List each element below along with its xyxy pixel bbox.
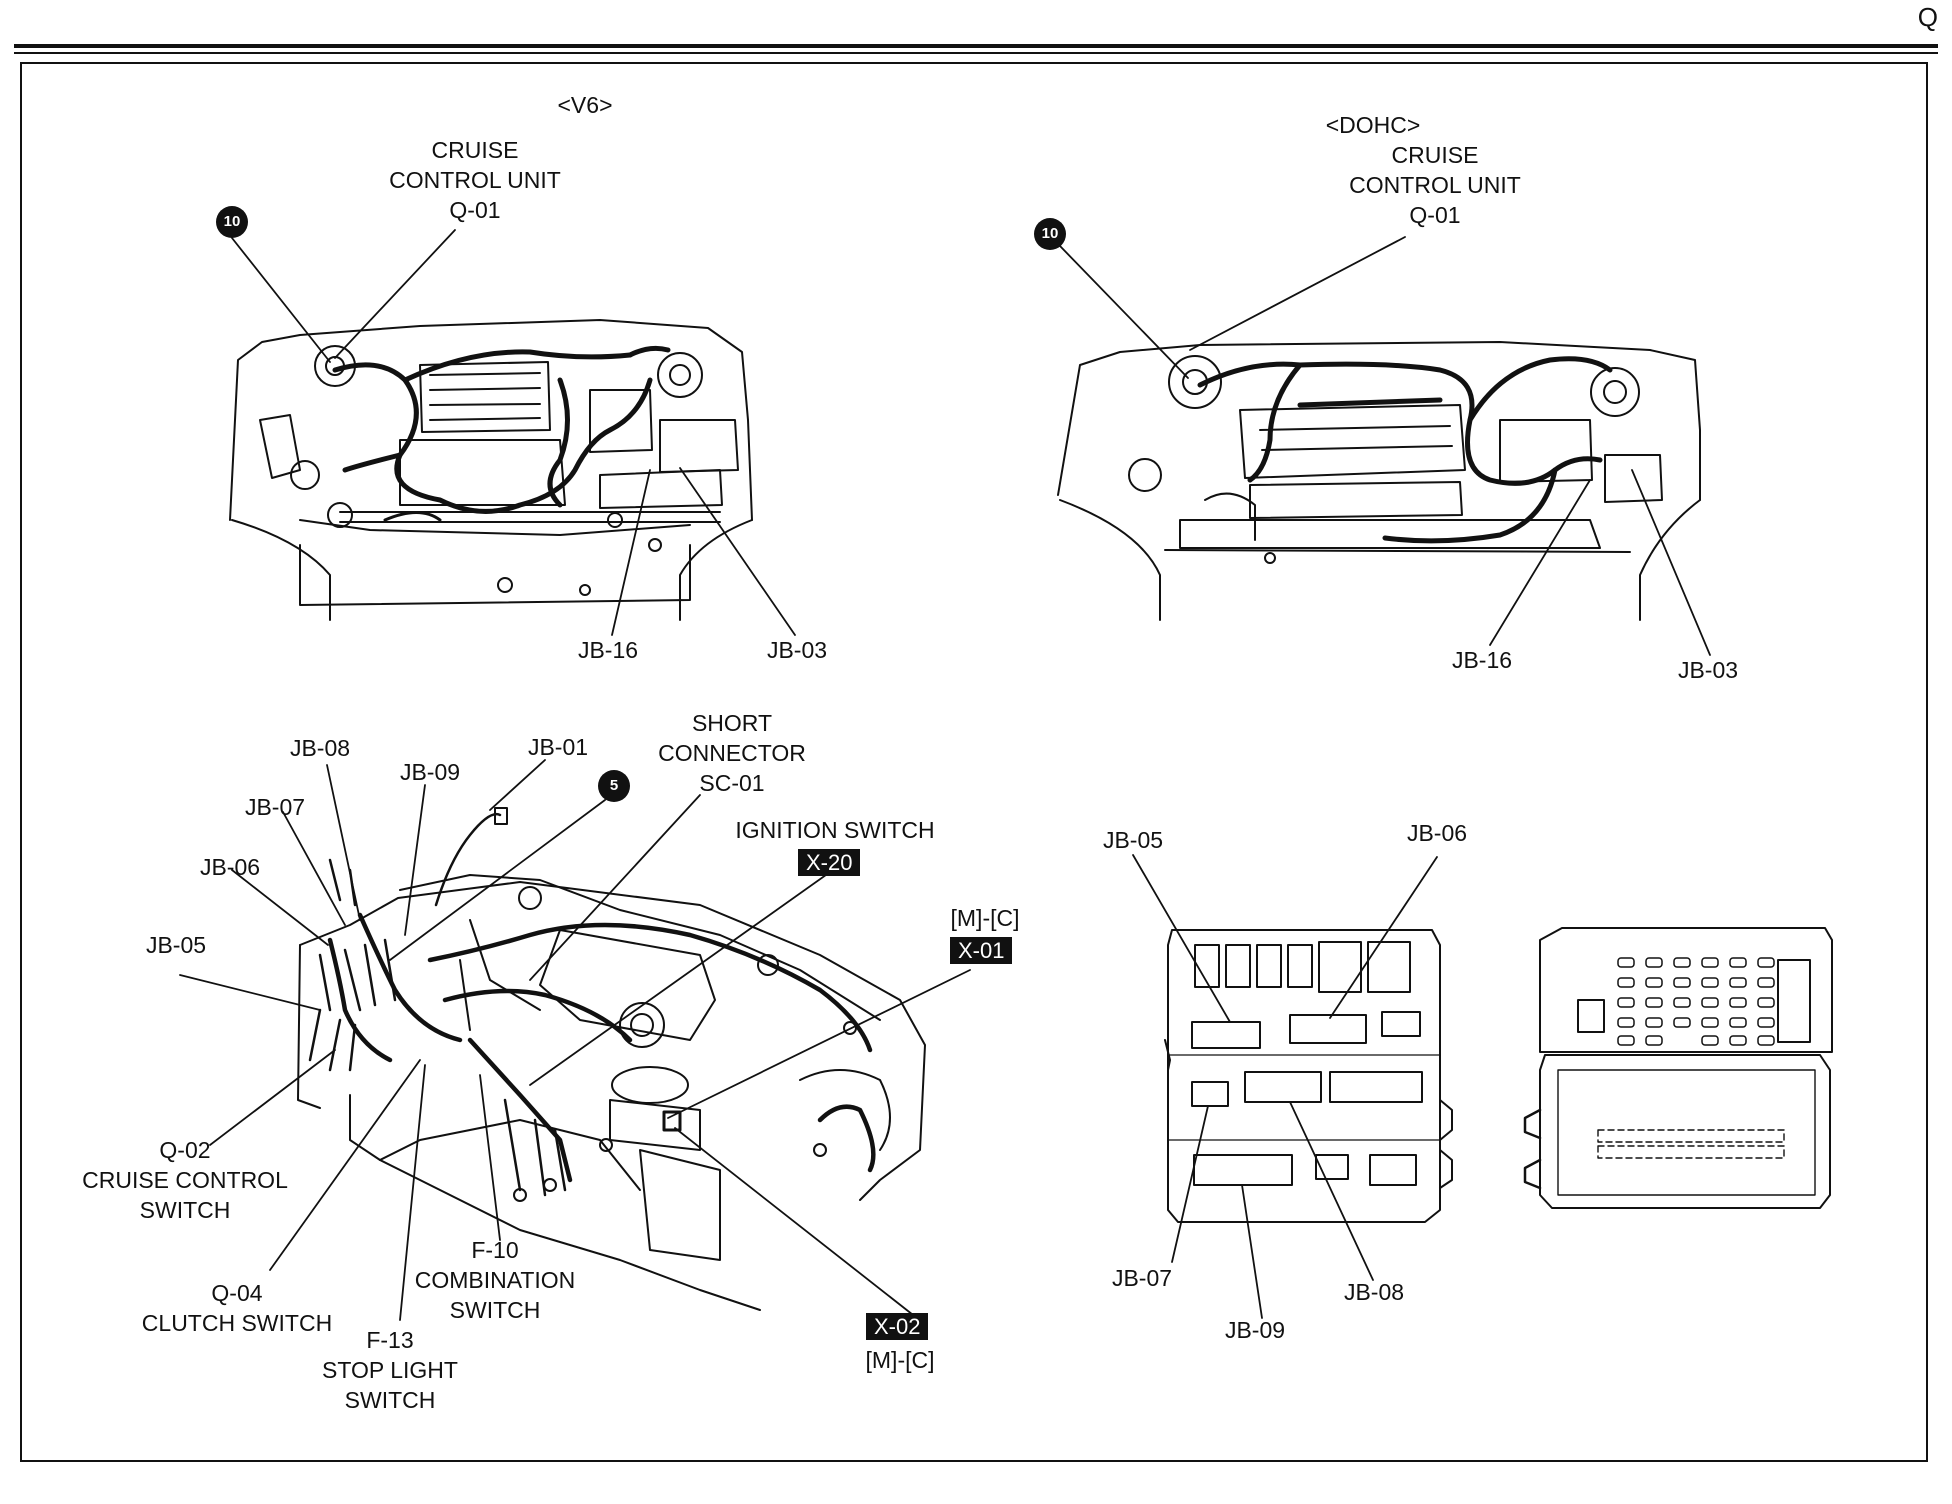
dohc-cruise-control-unit-label: CRUISE CONTROL UNIT Q-01 <box>1320 140 1550 230</box>
f10-line-1: F-10 <box>471 1237 519 1263</box>
q02-line-1: Q-02 <box>159 1137 211 1163</box>
short-connector-label: SHORT CONNECTOR SC-01 <box>632 708 832 798</box>
dohc-engine-bay-drawing <box>1057 341 1701 621</box>
jb06-connector <box>1289 1014 1367 1044</box>
dohc-unit-line-2: CONTROL UNIT <box>1349 172 1521 198</box>
jb09-connector <box>1193 1154 1293 1186</box>
page-letter: Q <box>1917 2 1938 32</box>
jbox-jb09-label: JB-09 <box>1224 1317 1286 1343</box>
junction-box-rear-drawing <box>1523 927 1833 1209</box>
v6-engine-bay-drawing <box>229 319 753 621</box>
f13-stop-light-switch-label: F-13 STOP LIGHT SWITCH <box>295 1325 485 1415</box>
jb07-connector <box>1191 1081 1229 1107</box>
v6-cruise-control-unit-label: CRUISE CONTROL UNIT Q-01 <box>360 135 590 225</box>
ignition-connector-tag: X-20 <box>798 849 861 876</box>
dash-ground-ref-badge: 5 <box>598 770 630 802</box>
dohc-unit-line-1: CRUISE <box>1391 142 1479 168</box>
x02-variant-label: [M]-[C] <box>865 1347 935 1373</box>
dohc-jb03-label: JB-03 <box>1677 657 1739 683</box>
f13-line-1: F-13 <box>366 1327 414 1353</box>
dash-jb01-label: JB-01 <box>527 734 589 760</box>
junction-box-front-drawing <box>1164 929 1453 1223</box>
leader-lines <box>179 229 1711 1323</box>
f10-line-2: COMBINATION <box>414 1267 576 1293</box>
dash-jb06-label: JB-06 <box>199 854 261 880</box>
header-rule-thin <box>14 52 1938 54</box>
jbox-jb08-label: JB-08 <box>1343 1279 1405 1305</box>
q02-line-2: CRUISE CONTROL <box>82 1167 288 1193</box>
dohc-ground-ref-badge: 10 <box>1034 218 1066 250</box>
dashboard-harness-drawing <box>297 807 926 1311</box>
jbox-jb06-label: JB-06 <box>1406 820 1468 846</box>
dash-jb05-label: JB-05 <box>145 932 207 958</box>
x01-connector-tag: X-01 <box>950 937 1013 964</box>
x02-connector-tag: X-02 <box>866 1313 929 1340</box>
v6-variant-label: <V6> <box>557 92 613 118</box>
q04-line-1: Q-04 <box>211 1280 263 1306</box>
q04-line-2: CLUTCH SWITCH <box>141 1310 333 1336</box>
f13-line-2: STOP LIGHT <box>322 1357 458 1383</box>
f10-line-3: SWITCH <box>449 1297 541 1323</box>
jbox-jb07-label: JB-07 <box>1111 1265 1173 1291</box>
jb08-connector <box>1244 1071 1322 1103</box>
f13-line-3: SWITCH <box>344 1387 436 1413</box>
v6-unit-line-2: CONTROL UNIT <box>389 167 561 193</box>
q02-cruise-switch-label: Q-02 CRUISE CONTROL SWITCH <box>60 1135 310 1225</box>
v6-jb16-label: JB-16 <box>577 637 639 663</box>
q02-line-3: SWITCH <box>139 1197 231 1223</box>
jbox-jb05-label: JB-05 <box>1102 827 1164 853</box>
v6-unit-line-3: Q-01 <box>449 197 501 223</box>
v6-ground-ref-badge: 10 <box>216 206 248 238</box>
dohc-unit-line-3: Q-01 <box>1409 202 1461 228</box>
f10-combination-switch-label: F-10 COMBINATION SWITCH <box>390 1235 600 1325</box>
short-connector-line-1: SHORT <box>691 710 773 736</box>
q04-clutch-switch-label: Q-04 CLUTCH SWITCH <box>122 1278 352 1338</box>
dash-jb09-label: JB-09 <box>399 759 461 785</box>
dash-jb07-label: JB-07 <box>244 794 306 820</box>
ignition-switch-label: IGNITION SWITCH <box>735 817 935 843</box>
header-rule <box>14 44 1938 48</box>
short-connector-line-2: CONNECTOR <box>658 740 806 766</box>
jb05-connector <box>1191 1021 1261 1049</box>
dash-jb08-label: JB-08 <box>289 735 351 761</box>
v6-unit-line-1: CRUISE <box>431 137 519 163</box>
dohc-jb16-label: JB-16 <box>1451 647 1513 673</box>
diagram-frame <box>20 62 1928 1462</box>
short-connector-line-3: SC-01 <box>699 770 765 796</box>
x01-variant-label: [M]-[C] <box>950 905 1020 931</box>
dohc-variant-label: <DOHC> <box>1325 112 1421 138</box>
v6-jb03-label: JB-03 <box>766 637 828 663</box>
